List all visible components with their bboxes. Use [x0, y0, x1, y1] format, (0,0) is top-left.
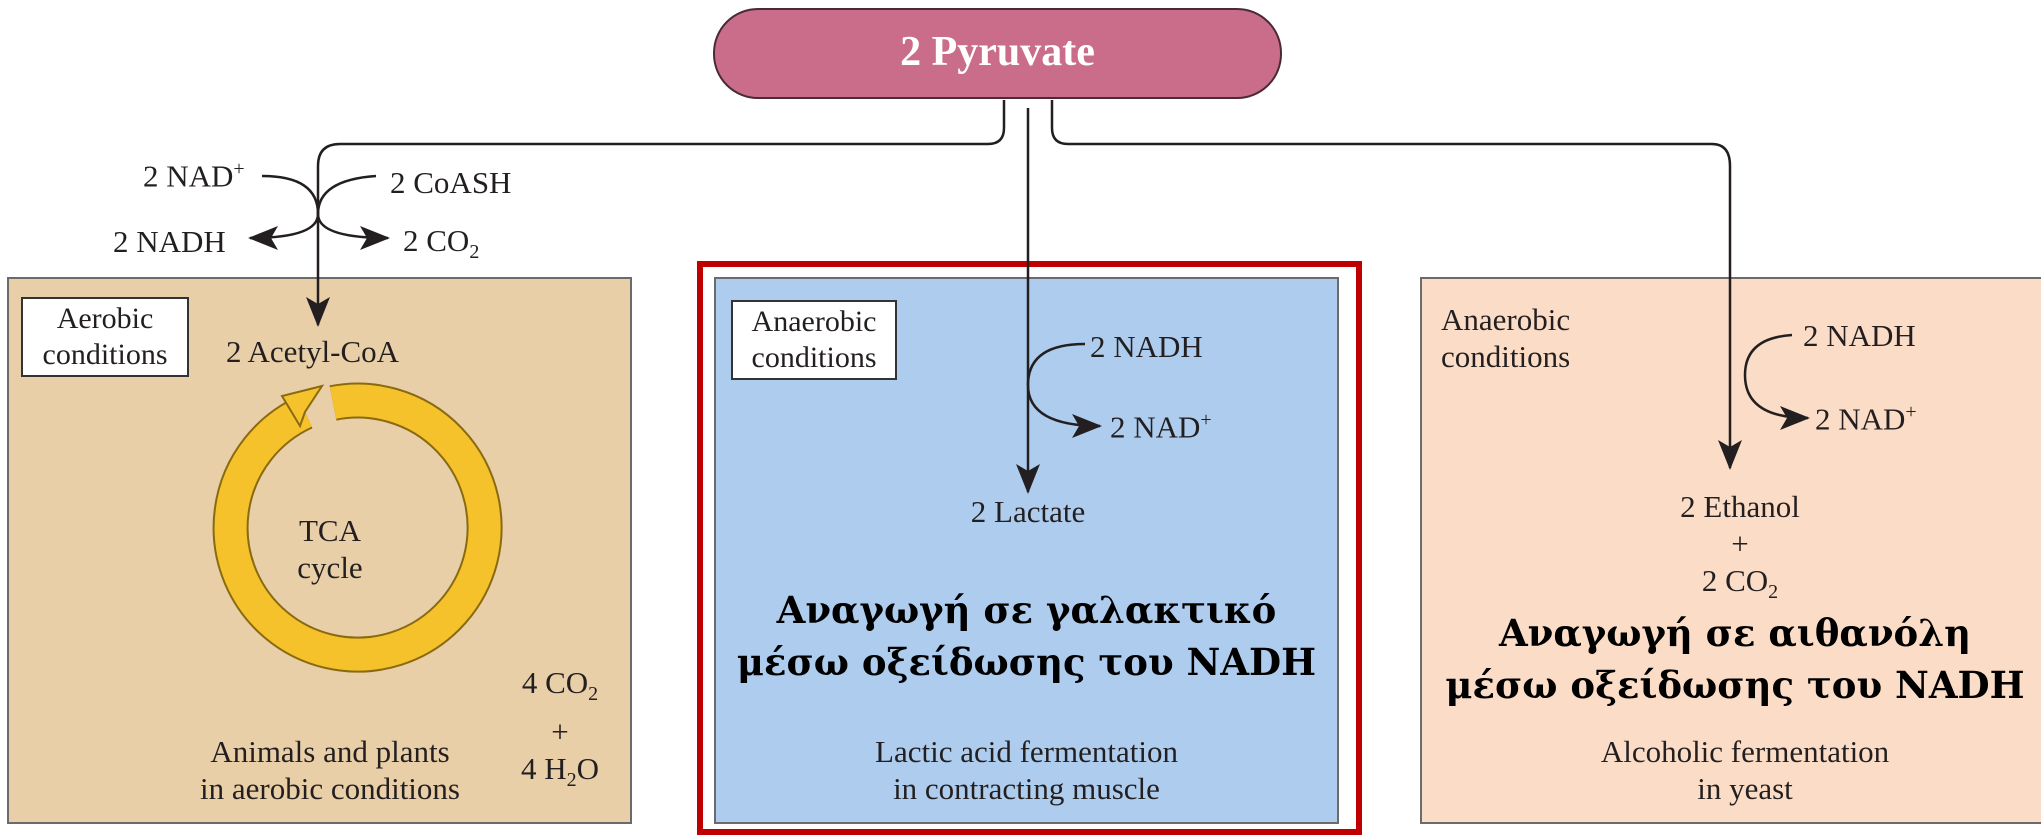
- coash-input: 2 CoASH: [390, 165, 512, 200]
- nadh-to-nad-curve-lactic: [1026, 342, 1102, 438]
- nad-plus-input: 2 NAD+: [143, 158, 245, 194]
- nadh-to-nad-curve-alcoholic: [1743, 333, 1810, 430]
- alcoholic-nad-output: 2 NAD+: [1815, 401, 1917, 437]
- arrow-to-acetyl-coa: [306, 100, 1006, 327]
- nad-to-nadh-curve: [248, 174, 320, 250]
- nadh-output: 2 NADH: [113, 224, 226, 259]
- pyruvate-box: [713, 8, 1282, 99]
- coash-to-co2-curve: [316, 174, 390, 250]
- co2-output: 2 CO2: [403, 223, 480, 264]
- pyruvate-label: 2 Pyruvate: [900, 29, 1095, 75]
- lactate-label: 2 Lactate: [970, 494, 1086, 529]
- arrow-to-ethanol: [1050, 100, 1742, 470]
- lactic-highlight-frame: [697, 261, 1362, 835]
- tca-cycle-ring: [212, 382, 503, 673]
- aerobic-end-products: 4 CO2 + 4 H2O: [520, 665, 600, 792]
- alcoholic-nadh-input: 2 NADH: [1803, 318, 1916, 353]
- acetyl-coa-label: 2 Acetyl-CoA: [226, 334, 400, 369]
- lactic-nad-output: 2 NAD+: [1110, 409, 1212, 445]
- lactic-nadh-input: 2 NADH: [1090, 329, 1203, 364]
- ethanol-products: 2 Ethanol + 2 CO2: [1680, 489, 1800, 604]
